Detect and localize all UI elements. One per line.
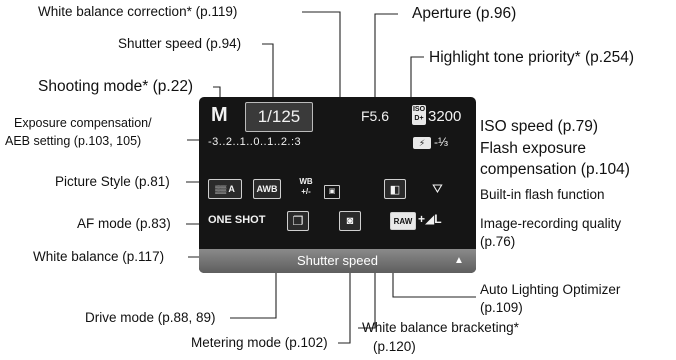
flash-comp-value[interactable]: -⅓	[434, 135, 449, 149]
iso-badge-bottom: D+	[414, 115, 424, 122]
image-quality-label-line1: Image-recording quality	[480, 216, 622, 231]
drive-mode-label: Drive mode (p.88, 89)	[85, 310, 216, 325]
aperture-label: Aperture (p.96)	[412, 5, 517, 22]
shooting-mode-value[interactable]: M	[211, 104, 228, 126]
builtin-flash-label: Built-in flash function	[480, 187, 605, 202]
picture-style-value: A	[228, 184, 235, 194]
flash-exp-label-line1: Flash exposure	[480, 140, 586, 157]
chevron-up-icon[interactable]: ▲	[454, 255, 464, 266]
metering-mode-icon[interactable]: ◙	[339, 211, 361, 231]
af-mode-label: AF mode (p.83)	[77, 216, 171, 231]
wb-correction-label: White balance correction* (p.119)	[38, 4, 238, 19]
wb-bracketing-icon[interactable]: ▣	[324, 185, 340, 199]
picture-style-glyph-icon: ▒▒	[215, 184, 227, 194]
wb-bracketing-label-line1: White balance bracketing*	[362, 320, 519, 335]
raw-icon[interactable]: RAW	[390, 212, 416, 230]
shutter-speed-value[interactable]: 1/125	[245, 102, 313, 132]
wb-bracketing-label-line2: (p.120)	[373, 339, 416, 354]
highlight-tone-icon[interactable]: ISO D+	[412, 105, 426, 125]
alo-label-line1: Auto Lighting Optimizer	[480, 282, 621, 297]
shutter-speed-label: Shutter speed (p.94)	[118, 36, 242, 51]
drive-mode-icon[interactable]: ❐	[287, 211, 309, 231]
flash-comp-icon: ⚡	[413, 137, 431, 149]
iso-speed-label: ISO speed (p.79)	[480, 118, 599, 135]
auto-lighting-optimizer-icon[interactable]: ◧	[384, 179, 406, 199]
metering-mode-label: Metering mode (p.102)	[191, 335, 328, 350]
alo-label-line2: (p.109)	[480, 300, 523, 315]
quick-control-screen: M 1/125 F5.6 ISO D+ 3200 -3..2..1..0..1.…	[199, 97, 476, 273]
awb-icon[interactable]: AWB	[253, 179, 281, 199]
iso-badge-top: ISO	[412, 106, 426, 113]
aperture-value[interactable]: F5.6	[361, 108, 390, 124]
af-mode-value[interactable]: ONE SHOT	[208, 214, 266, 226]
exposure-level-scale[interactable]: -3..2..1..0..1..2.:3	[208, 136, 302, 148]
shooting-mode-label: Shooting mode* (p.22)	[38, 78, 194, 95]
highlight-tone-label: Highlight tone priority* (p.254)	[429, 49, 635, 66]
picture-style-label: Picture Style (p.81)	[55, 174, 170, 189]
image-quality-value[interactable]: +◢L	[418, 212, 442, 226]
wb-shift-top: WB	[299, 177, 313, 186]
flash-exp-label-line2: compensation (p.104)	[480, 161, 630, 178]
status-bar: Shutter speed ▲	[199, 249, 476, 273]
wb-shift-icon[interactable]: WB +/-	[296, 177, 316, 199]
white-balance-label: White balance (p.117)	[33, 249, 165, 264]
exposure-comp-label-line2: AEB setting (p.103, 105)	[5, 134, 142, 148]
iso-speed-value[interactable]: 3200	[428, 108, 462, 125]
wb-shift-bottom: +/-	[301, 187, 311, 196]
status-text: Shutter speed	[297, 253, 378, 268]
image-quality-label-line2: (p.76)	[480, 234, 516, 249]
exposure-comp-label-line1: Exposure compensation/	[14, 116, 152, 130]
built-in-flash-icon[interactable]: ⛛	[432, 181, 443, 196]
picture-style-icon[interactable]: ▒▒ A	[208, 179, 242, 199]
